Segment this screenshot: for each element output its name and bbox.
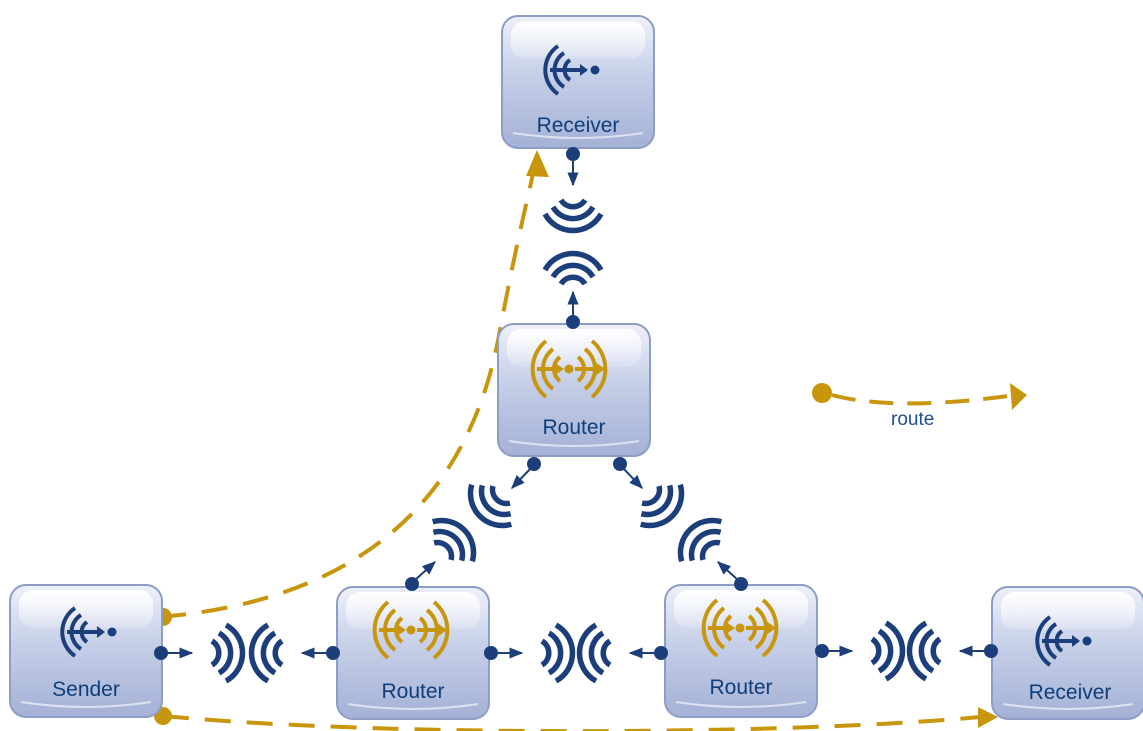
- legend: route: [812, 383, 1027, 430]
- router-left-node[interactable]: Router: [336, 586, 490, 720]
- link-receiver-top-down: [545, 147, 601, 231]
- node-label: Receiver: [537, 114, 620, 137]
- node-label: Sender: [52, 678, 120, 701]
- link-router-top-up: [545, 253, 601, 329]
- sender-node[interactable]: Sender: [9, 584, 163, 718]
- receiver-top-node[interactable]: Receiver: [501, 15, 655, 149]
- wireless-wave-icon: [542, 625, 573, 681]
- link-router-left-upright: [405, 510, 484, 591]
- node-label: Router: [542, 416, 605, 439]
- legend-route-arrowhead: [1010, 383, 1027, 410]
- route-to-right-receiver: [162, 714, 981, 731]
- wireless-wave-icon: [631, 475, 692, 536]
- wireless-wave-icon: [212, 625, 243, 681]
- link-router-top-downleft: [460, 457, 541, 536]
- router-right-node[interactable]: Router: [664, 584, 818, 718]
- wireless-wave-icon: [460, 475, 521, 536]
- route-to-top-receiver: [159, 164, 537, 619]
- route-arrowhead-top: [526, 150, 549, 177]
- wireless-wave-icon: [423, 510, 484, 571]
- legend-route-start-dot: [812, 383, 832, 403]
- node-label: Router: [709, 676, 772, 699]
- wireless-wave-icon: [251, 625, 282, 681]
- link-router-right-upleft: [670, 510, 748, 591]
- wireless-wave-icon: [545, 253, 601, 284]
- link-router-left-right: [484, 625, 573, 681]
- wireless-links: [154, 147, 998, 681]
- node-label: Receiver: [1029, 681, 1112, 704]
- wireless-wave-icon: [670, 510, 731, 571]
- wireless-wave-icon: [545, 200, 601, 231]
- router-top-node[interactable]: Router: [497, 323, 651, 457]
- wireless-wave-icon: [579, 625, 610, 681]
- link-router-left-left: [251, 625, 340, 681]
- receiver-right-node[interactable]: Receiver: [991, 586, 1143, 720]
- link-router-top-downright: [613, 457, 692, 536]
- link-router-right-right: [815, 623, 903, 679]
- node-label: Router: [381, 680, 444, 703]
- wireless-wave-icon: [872, 623, 903, 679]
- link-receiver-right-left: [909, 623, 998, 679]
- legend-route-line: [831, 393, 1009, 406]
- link-sender-right: [154, 625, 243, 681]
- link-router-right-left: [579, 625, 668, 681]
- route-arrowhead-right: [978, 707, 998, 728]
- legend-route-label: route: [891, 409, 934, 430]
- wireless-wave-icon: [909, 623, 940, 679]
